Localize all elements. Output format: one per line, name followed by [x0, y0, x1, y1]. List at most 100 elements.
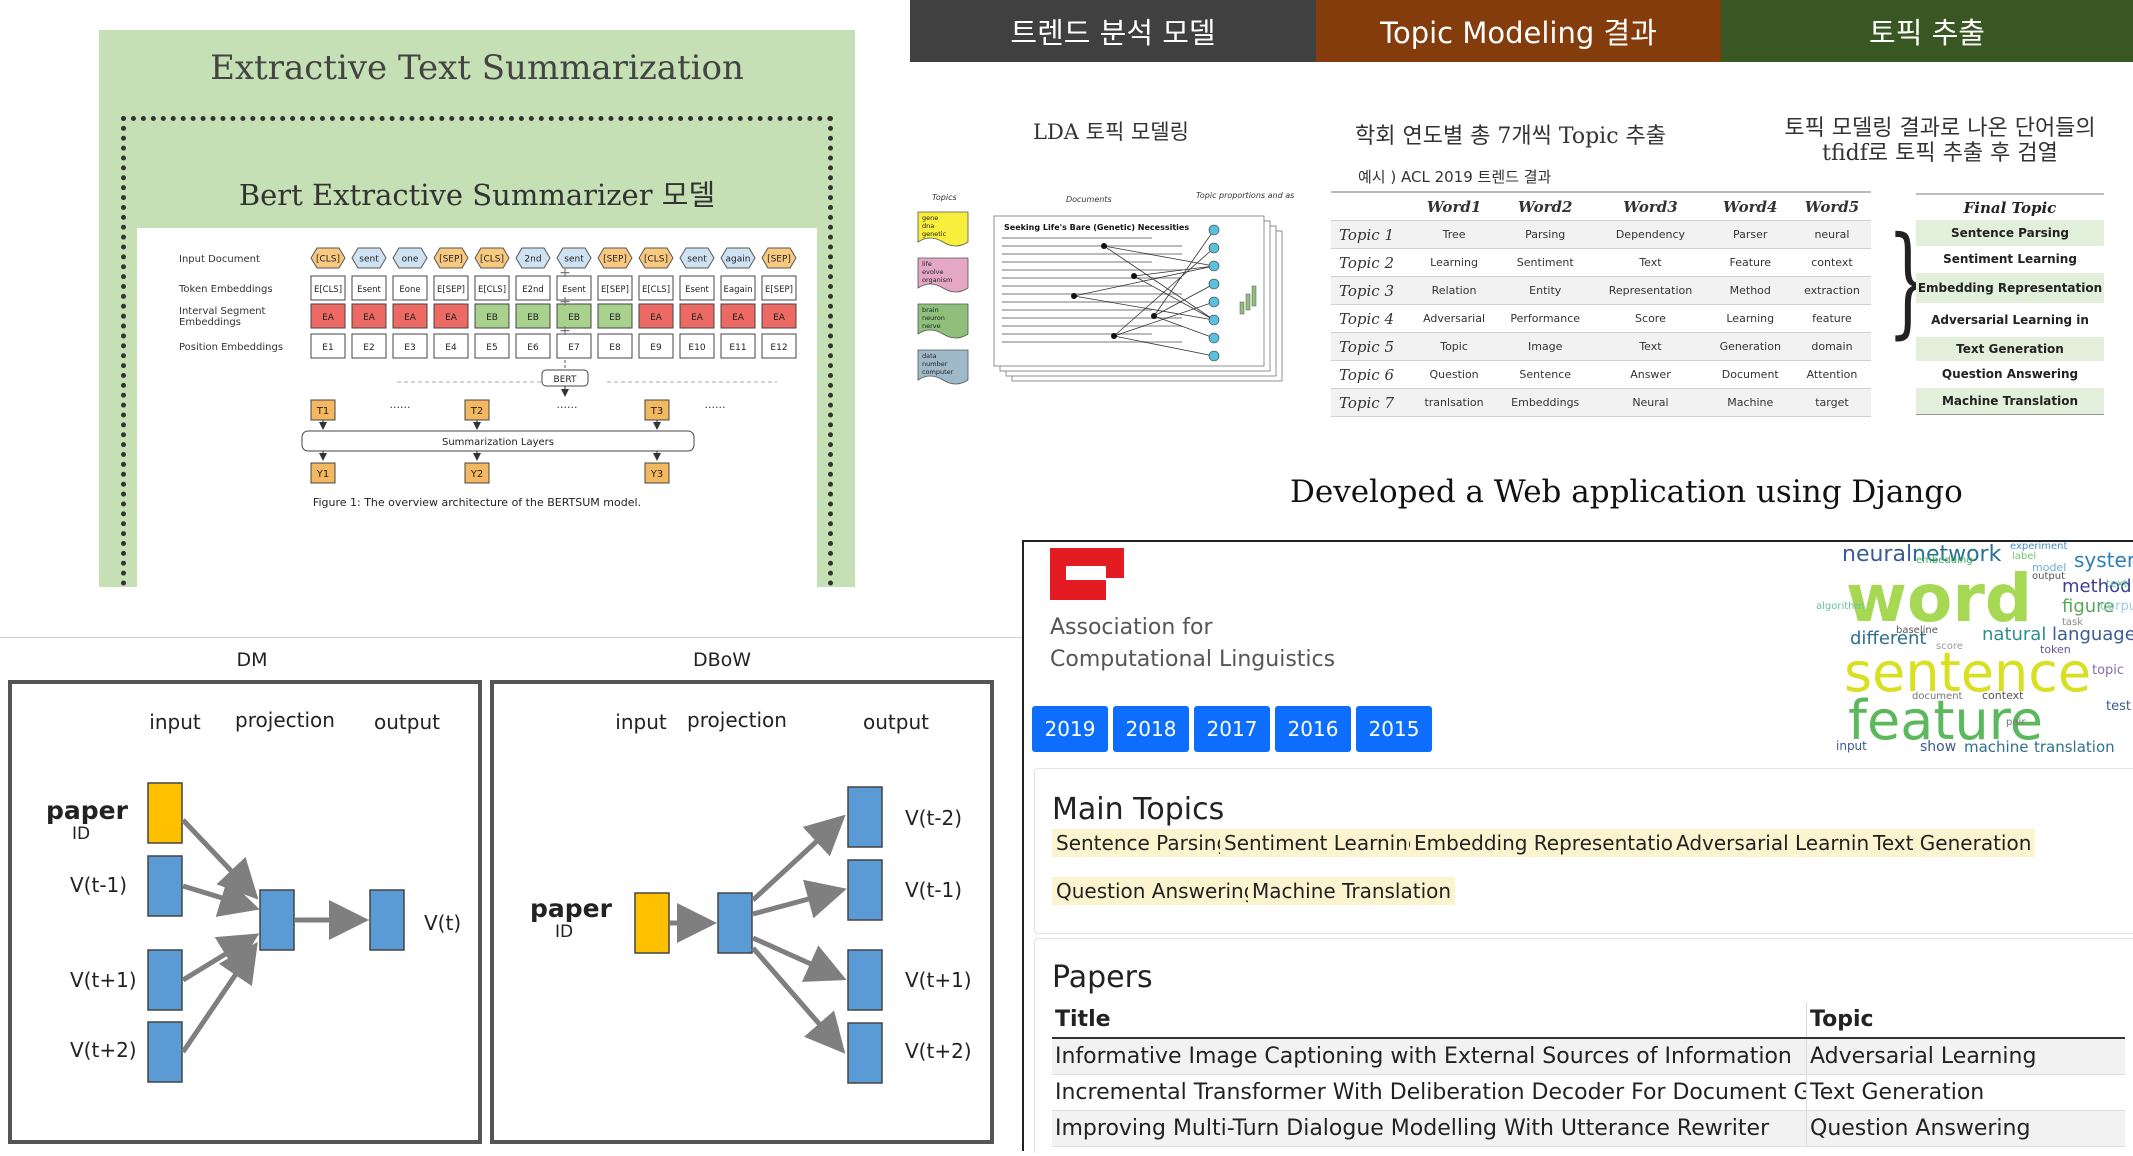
topic-col-blank [1331, 191, 1411, 221]
topic-chip[interactable]: Adversarial Learning [1672, 829, 1886, 857]
acl-logo-icon [1050, 548, 1124, 600]
position-embedding-label: E10 [688, 343, 705, 353]
topic-chip[interactable]: Sentence Parsing [1052, 829, 1234, 857]
segment-embedding-label: EA [773, 313, 786, 323]
segment-embedding-box [392, 303, 428, 329]
paper-title[interactable]: Informative Image Captioning with Extern… [1052, 1038, 1807, 1075]
row-label: Input Document [179, 254, 260, 265]
segment-embedding-label: EB [609, 313, 621, 323]
topic-chip[interactable]: Sentiment Learning [1220, 829, 1425, 857]
topic-card-word: organism [922, 276, 952, 284]
position-embedding-box [761, 333, 797, 359]
input-token-hex [310, 247, 346, 269]
topic-word: tranlsation [1411, 388, 1498, 417]
t-label: T1 [316, 406, 329, 417]
dm-header-projection: projection [235, 708, 335, 732]
papers-card [1034, 938, 2133, 1153]
plus-icon: + [559, 294, 571, 310]
position-embedding-box [433, 333, 469, 359]
position-embedding-box [597, 333, 633, 359]
topic-chip[interactable]: Text Generation [1869, 829, 2036, 857]
topic-word: Method [1707, 276, 1793, 305]
y-label: Y2 [470, 469, 483, 480]
paper-title[interactable]: Incremental Transformer With Deliberatio… [1052, 1074, 1807, 1111]
bertsum-subtitle: Bert Extractive Summarizer 모델 [238, 178, 716, 212]
position-embedding-label: E5 [486, 343, 497, 353]
assignment-line [1133, 275, 1215, 321]
wordcloud-word: show [1920, 739, 1957, 755]
flow-arrow [751, 814, 846, 902]
segment-embedding-label: EA [732, 313, 745, 323]
token-embedding-box [638, 275, 674, 301]
input-token-label: [CLS] [316, 255, 340, 265]
table-row[interactable]: Incremental Transformer With Deliberatio… [1052, 1074, 2125, 1111]
segment-embedding-label: EA [404, 313, 417, 323]
topic-word: Sentiment [1497, 248, 1594, 277]
paper-title[interactable]: Improving Multi-Turn Dialogue Modelling … [1052, 1110, 1807, 1147]
wordcloud-word: context [1982, 689, 2024, 702]
dm-header-output: output [374, 710, 440, 734]
position-embedding-box [351, 333, 387, 359]
topic-col-word3: Word3 [1593, 191, 1708, 221]
segment-embedding-box [556, 303, 592, 329]
output-vector [369, 889, 405, 951]
year-button-2018[interactable]: 2018 [1113, 706, 1189, 752]
year-button-2016[interactable]: 2016 [1275, 706, 1351, 752]
dm-paper-label: paper [46, 796, 129, 825]
assignment-node [1208, 224, 1220, 236]
segment-embedding-box [679, 303, 715, 329]
position-embedding-label: E6 [527, 343, 539, 353]
segment-embedding-box [597, 303, 633, 329]
word-vector [147, 855, 183, 917]
position-embedding-label: E4 [445, 343, 457, 353]
topic-chip[interactable]: Machine Translation [1248, 877, 1456, 905]
topic-word: Topic [1411, 332, 1498, 361]
position-embedding-label: E12 [770, 343, 787, 353]
input-token-label: one [402, 255, 419, 265]
year-button-2019[interactable]: 2019 [1032, 706, 1108, 752]
papers-col-topic: Topic [1806, 1002, 2125, 1039]
token-embedding-label: Esent [685, 285, 709, 295]
dbow-output-label: V(t+2) [905, 1039, 972, 1063]
topic-word: Representation [1593, 276, 1708, 305]
input-token-hex [761, 247, 797, 269]
assignment-line [1103, 245, 1215, 267]
flow-arrow [752, 879, 847, 919]
input-token-label: [CLS] [644, 255, 668, 265]
y-box [464, 462, 490, 484]
topic-col-word2: Word2 [1497, 191, 1594, 221]
year-button-2017[interactable]: 2017 [1194, 706, 1270, 752]
table-row[interactable]: Improving Multi-Turn Dialogue Modelling … [1052, 1110, 2125, 1147]
topic-chip[interactable]: Embedding Representation [1410, 829, 1690, 857]
wordcloud-word: figure [2062, 596, 2115, 617]
paper-topic: Text Generation [1806, 1074, 2125, 1111]
topic-label: Topic 7 [1331, 388, 1411, 417]
row-label: Interval Segment [179, 306, 266, 317]
topic-card-word: life [922, 260, 932, 268]
assignment-line [1113, 301, 1215, 337]
topic-word: Question [1411, 360, 1498, 389]
wordcloud-word: input [1836, 739, 1867, 753]
input-token-hex [392, 247, 428, 269]
topic-word: Parsing [1497, 220, 1594, 249]
word-dot [1111, 333, 1117, 339]
bertsum-title: Extractive Text Summarization [210, 48, 744, 88]
assignment-line [1113, 247, 1215, 337]
paper-vector [634, 892, 670, 954]
segment-embedding-box [761, 303, 797, 329]
output-vector [847, 949, 883, 1011]
dm-input-label: V(t+1) [70, 968, 137, 992]
segment-embedding-box [351, 303, 387, 329]
topic-word: Text [1593, 248, 1708, 277]
word-dot [1101, 243, 1107, 249]
topic-word: Feature [1707, 248, 1793, 277]
token-embedding-label: E[SEP] [601, 285, 629, 295]
table-row[interactable]: Informative Image Captioning with Extern… [1052, 1038, 2125, 1075]
tab-topic-extraction: 토픽 추출 [1721, 0, 2133, 62]
year-button-2015[interactable]: 2015 [1356, 706, 1432, 752]
topic-card-word: nerve [922, 322, 941, 330]
topic-chip[interactable]: Question Answering [1052, 877, 1261, 905]
assignment-line [1103, 245, 1215, 321]
final-topic-heading: 토픽 모델링 결과로 나온 단어들의 tfidf로 토픽 추출 후 검열 [1745, 116, 2133, 167]
